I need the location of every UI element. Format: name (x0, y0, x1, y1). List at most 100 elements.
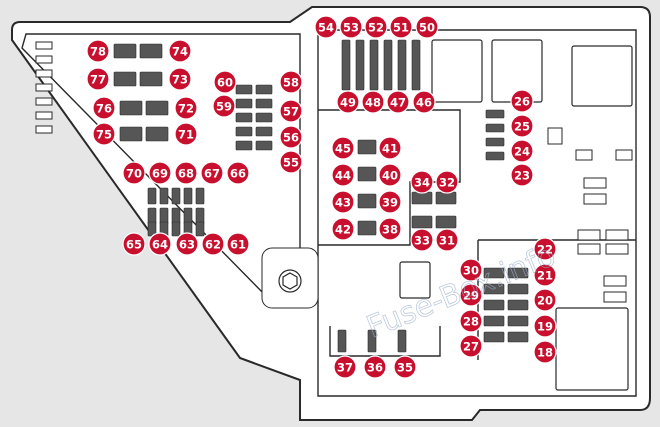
fuse-number-label: 62 (205, 238, 221, 252)
fuse-number-label: 68 (178, 167, 194, 181)
fuse-slot (411, 39, 421, 91)
fuse-slot (357, 166, 377, 182)
fuse-number-label: 65 (126, 238, 142, 252)
fuse-number-badge: 23 (510, 163, 534, 187)
fuse-slot (357, 193, 377, 209)
fuse-slot (411, 191, 433, 205)
fuse-number-label: 47 (390, 96, 406, 110)
fuse-slot (119, 100, 143, 116)
fuse-slot (159, 187, 169, 205)
fuse-slot (397, 329, 407, 353)
relay-boxes (399, 39, 633, 391)
fuse-slot (411, 215, 433, 229)
fuse-number-label: 49 (340, 96, 356, 110)
fuse-number-label: 26 (514, 95, 530, 109)
fuse-number-badge: 69 (148, 161, 172, 185)
fuse-slot (235, 112, 253, 123)
fuse-slot (507, 299, 529, 311)
fuse-number-badge: 28 (459, 309, 483, 333)
fuse-slot (357, 220, 377, 236)
fuse-slot (435, 215, 457, 229)
fuse-number-label: 21 (537, 269, 553, 283)
fuse-slot (485, 137, 505, 147)
fuse-number-badge: 49 (336, 90, 360, 114)
fuse-number-badge: 20 (533, 288, 557, 312)
fuse-number-badge: 56 (279, 125, 303, 149)
fuse-number-label: 30 (463, 264, 479, 278)
fuse-number-label: 36 (367, 361, 383, 375)
fuse-number-badge: 47 (386, 90, 410, 114)
fuse-slot (171, 221, 181, 237)
fuse-number-label: 37 (337, 361, 353, 375)
fuse-slot (183, 207, 193, 225)
fuse-slot (357, 139, 377, 155)
fuse-slot (367, 329, 377, 353)
fuse-number-badge: 32 (435, 170, 459, 194)
fuse-number-badge: 41 (378, 136, 402, 160)
mounting-bolt-icon (261, 247, 319, 309)
fuse-slot (483, 299, 505, 311)
fuse-number-label: 77 (90, 73, 106, 87)
fuse-number-badge: 62 (201, 232, 225, 256)
fuse-slot (235, 140, 253, 151)
fuse-number-badge: 24 (510, 139, 534, 163)
fuse-number-badge: 78 (86, 39, 110, 63)
fuse-number-label: 20 (537, 294, 553, 308)
fuse-slot (341, 39, 351, 91)
fuse-number-label: 22 (537, 243, 553, 257)
fuse-number-label: 71 (178, 128, 194, 142)
fuse-number-label: 33 (414, 234, 430, 248)
fuse-number-label: 18 (537, 346, 553, 360)
fuse-number-label: 43 (335, 196, 351, 210)
fuse-number-label: 28 (463, 315, 479, 329)
fuse-number-label: 31 (439, 234, 455, 248)
fuse-number-label: 53 (343, 21, 359, 35)
fuse-slot (383, 39, 393, 91)
fuse-number-badge: 72 (174, 96, 198, 120)
fuse-number-badge: 38 (378, 217, 402, 241)
fuse-slot (195, 187, 205, 205)
fuse-number-label: 73 (172, 73, 188, 87)
fuse-number-badge: 65 (122, 232, 146, 256)
fuse-number-label: 76 (96, 102, 112, 116)
fuse-slot (255, 98, 273, 109)
fuse-number-label: 70 (126, 167, 142, 181)
fuse-number-label: 66 (230, 167, 246, 181)
fuse-slot (147, 207, 157, 225)
fuse-number-badge: 73 (168, 67, 192, 91)
fuse-number-label: 34 (414, 176, 430, 190)
fuse-slot (485, 123, 505, 133)
fuse-number-label: 45 (335, 142, 351, 156)
fuse-slot (139, 43, 163, 59)
fuse-number-badge: 51 (389, 15, 413, 39)
fuse-number-label: 54 (318, 21, 334, 35)
fuse-number-badge: 52 (364, 15, 388, 39)
fuse-number-label: 42 (335, 223, 351, 237)
fuse-slot (183, 187, 193, 205)
fuse-slot (113, 43, 137, 59)
fuse-number-badge: 71 (174, 122, 198, 146)
fuse-slot (483, 267, 505, 279)
fuse-number-label: 59 (216, 100, 232, 114)
fuse-number-badge: 46 (412, 90, 436, 114)
fuse-slot (171, 187, 181, 205)
fuse-number-badge: 70 (122, 161, 146, 185)
fuse-number-badge: 76 (92, 96, 116, 120)
fuse-number-badge: 67 (200, 161, 224, 185)
fuses (113, 39, 529, 353)
fuse-number-badge: 50 (415, 15, 439, 39)
fuse-number-badge: 37 (333, 355, 357, 379)
fuse-number-badge: 57 (279, 99, 303, 123)
fuse-number-label: 78 (90, 45, 106, 59)
fuse-slot (485, 109, 505, 119)
fuse-number-badge: 42 (331, 217, 355, 241)
fuse-slot (255, 84, 273, 95)
fuse-number-label: 23 (514, 169, 530, 183)
fuse-number-badge: 55 (279, 150, 303, 174)
fuse-number-badge: 40 (378, 163, 402, 187)
fuse-number-badge: 30 (459, 258, 483, 282)
fuse-number-label: 27 (463, 340, 479, 354)
